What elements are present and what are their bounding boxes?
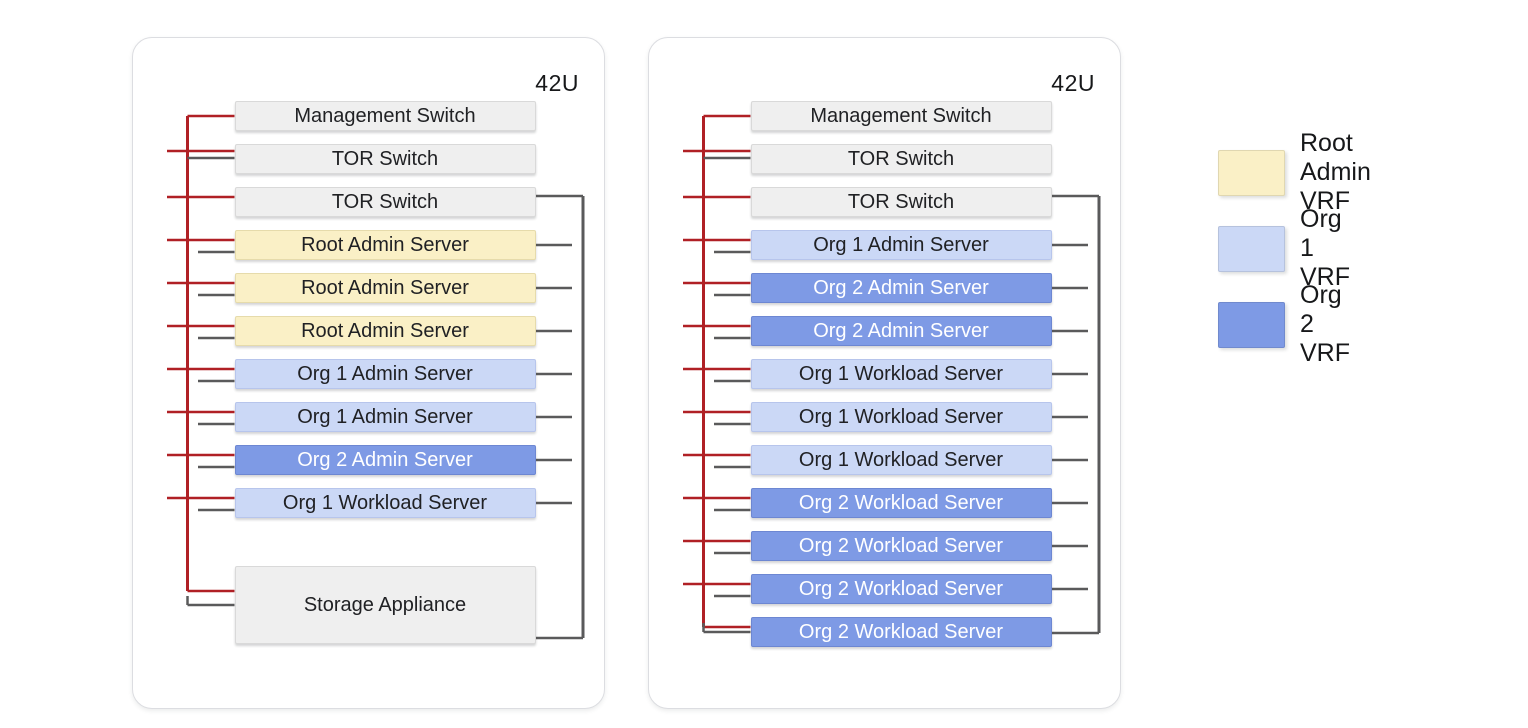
rack-unit: Org 2 Workload Server — [750, 574, 1052, 604]
rack-unit: Root Admin Server — [234, 230, 536, 260]
rack-unit: TOR Switch — [750, 187, 1052, 217]
rack-unit: Org 1 Workload Server — [750, 402, 1052, 432]
rack-unit: TOR Switch — [750, 144, 1052, 174]
rack-unit: Org 1 Workload Server — [750, 445, 1052, 475]
rack-unit: Root Admin Server — [234, 273, 536, 303]
rack-unit: Org 2 Admin Server — [750, 316, 1052, 346]
legend-swatch-org2-vrf — [1218, 301, 1285, 348]
rack-unit: Org 2 Workload Server — [750, 617, 1052, 647]
rack-unit: Management Switch — [750, 101, 1052, 131]
rack-unit: Org 1 Admin Server — [234, 402, 536, 432]
legend-item-org1-vrf: Org 1 VRF — [1218, 205, 1350, 291]
legend-item-root-admin-vrf: Root Admin VRF — [1218, 129, 1371, 215]
rack-1-capacity-label: 42U — [535, 70, 579, 96]
rack-unit: Org 1 Workload Server — [750, 359, 1052, 389]
legend-label-org2-vrf: Org 2 VRF — [1300, 281, 1350, 367]
rack-unit: TOR Switch — [234, 144, 536, 174]
rack-unit: Org 1 Admin Server — [234, 359, 536, 389]
rack-unit: Org 1 Workload Server — [234, 488, 536, 518]
rack-unit: Org 1 Admin Server — [750, 230, 1052, 260]
legend-swatch-root-admin-vrf — [1218, 149, 1285, 196]
rack-unit: TOR Switch — [234, 187, 536, 217]
legend-label-root-admin-vrf: Root Admin VRF — [1300, 129, 1371, 215]
rack-unit: Root Admin Server — [234, 316, 536, 346]
rack-unit: Management Switch — [234, 101, 536, 131]
rack-unit: Org 2 Admin Server — [234, 445, 536, 475]
rack-2-wiring-svg — [683, 114, 1101, 635]
legend-item-org2-vrf: Org 2 VRF — [1218, 281, 1350, 367]
rack-1-wiring-svg — [167, 114, 585, 640]
rack-unit: Org 2 Admin Server — [750, 273, 1052, 303]
rack-2-capacity-label: 42U — [1051, 70, 1095, 96]
legend-label-org1-vrf: Org 1 VRF — [1300, 205, 1350, 291]
rack-unit: Org 2 Workload Server — [750, 488, 1052, 518]
rack-unit: Storage Appliance — [234, 566, 536, 644]
legend-swatch-org1-vrf — [1218, 225, 1285, 272]
rack-unit: Org 2 Workload Server — [750, 531, 1052, 561]
